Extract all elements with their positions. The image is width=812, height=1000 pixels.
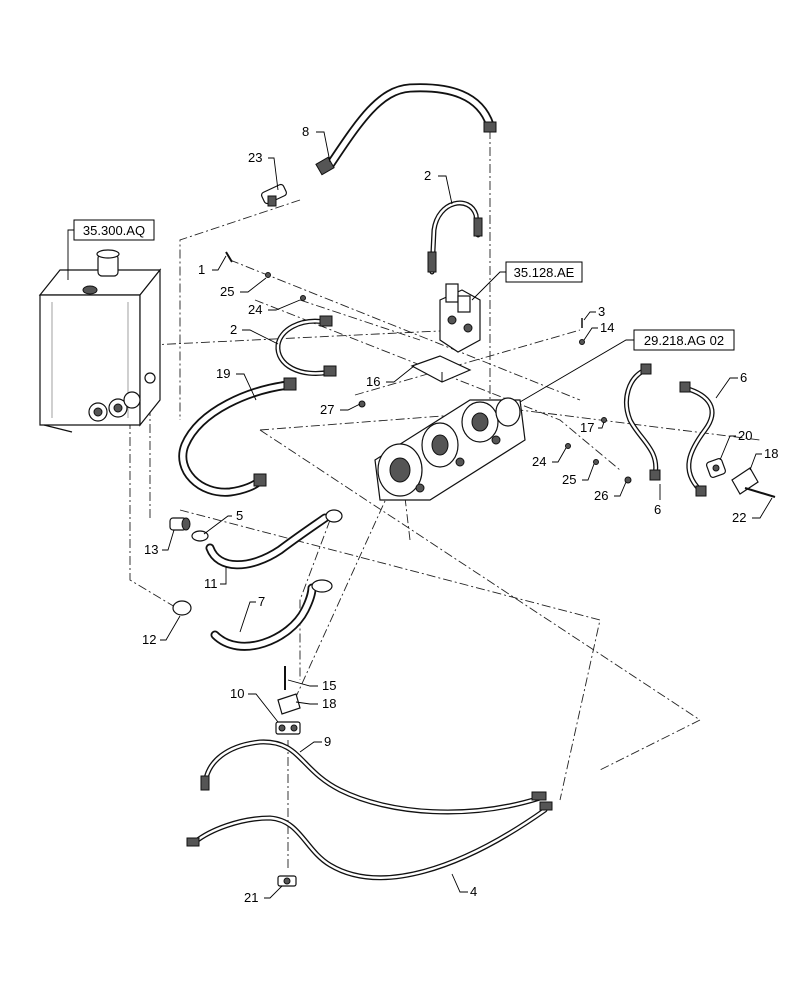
callout-1[interactable]: 1 [198, 262, 205, 277]
clamp-10 [275, 721, 301, 735]
callout-2-mid[interactable]: 2 [230, 322, 237, 337]
callout-20[interactable]: 20 [738, 428, 752, 443]
bracket-18-lower [277, 693, 301, 715]
callout-17[interactable]: 17 [580, 420, 594, 435]
callout-25-right[interactable]: 25 [562, 472, 576, 487]
hose-4 [186, 801, 553, 881]
fitting-13 [169, 517, 191, 531]
callout-15[interactable]: 15 [322, 678, 336, 693]
sensor-20 [705, 457, 727, 479]
connection-lines [129, 130, 761, 870]
callout-6-left[interactable]: 6 [654, 502, 661, 517]
callout-24-right[interactable]: 24 [532, 454, 546, 469]
callout-9[interactable]: 9 [324, 734, 331, 749]
hose-6-right [679, 381, 715, 497]
callout-3[interactable]: 3 [598, 304, 605, 319]
clamp-upper [325, 509, 343, 523]
callout-numbers: 8 23 2 1 25 24 2 19 16 27 3 14 17 24 25 … [142, 124, 778, 905]
hose-7 [210, 583, 317, 651]
small-hardware [225, 251, 632, 484]
callout-16[interactable]: 16 [366, 374, 380, 389]
callout-12[interactable]: 12 [142, 632, 156, 647]
hydraulic-pump [374, 397, 526, 501]
callout-8[interactable]: 8 [302, 124, 309, 139]
callout-13[interactable]: 13 [144, 542, 158, 557]
callout-23[interactable]: 23 [248, 150, 262, 165]
callout-4[interactable]: 4 [470, 884, 477, 899]
ref-tank-label: 35.300.AQ [83, 223, 145, 238]
callout-27[interactable]: 27 [320, 402, 334, 417]
callout-14[interactable]: 14 [600, 320, 614, 335]
callout-22[interactable]: 22 [732, 510, 746, 525]
hose-8 [315, 83, 497, 176]
callout-2-upper[interactable]: 2 [424, 168, 431, 183]
callout-18-right[interactable]: 18 [764, 446, 778, 461]
callout-24-left[interactable]: 24 [248, 302, 262, 317]
callout-18-lower[interactable]: 18 [322, 696, 336, 711]
ref-tank[interactable]: 35.300.AQ [67, 219, 155, 280]
ref-pump-label: 29.218.AG 02 [644, 333, 724, 348]
ref-valve[interactable]: 35.128.AE [471, 261, 583, 301]
clamp-7-end [311, 579, 333, 593]
callout-11[interactable]: 11 [204, 576, 218, 591]
callout-leaders [160, 131, 773, 899]
clamp-12 [172, 600, 192, 616]
hose-6-left [624, 363, 661, 481]
bolt-22 [744, 487, 776, 498]
control-valve [439, 283, 481, 353]
hydraulic-tank [38, 249, 162, 433]
hose-2-upper [427, 200, 483, 275]
bracket-16 [410, 355, 472, 383]
ref-pump[interactable]: 29.218.AG 02 [519, 329, 735, 403]
clamp-21 [277, 875, 297, 887]
hose-11 [205, 513, 330, 570]
hose-9 [200, 739, 547, 815]
hose-19 [178, 377, 297, 497]
callout-5[interactable]: 5 [236, 508, 243, 523]
callout-26[interactable]: 26 [594, 488, 608, 503]
callout-19[interactable]: 19 [216, 366, 230, 381]
bracket-18-right [731, 467, 759, 495]
callout-10[interactable]: 10 [230, 686, 244, 701]
callout-6-right[interactable]: 6 [740, 370, 747, 385]
callout-7[interactable]: 7 [258, 594, 265, 609]
ref-valve-label: 35.128.AE [514, 265, 575, 280]
callout-21[interactable]: 21 [244, 890, 258, 905]
callout-25-left[interactable]: 25 [220, 284, 234, 299]
tee-fitting-23 [260, 183, 288, 207]
hose-2-mid [275, 315, 337, 377]
